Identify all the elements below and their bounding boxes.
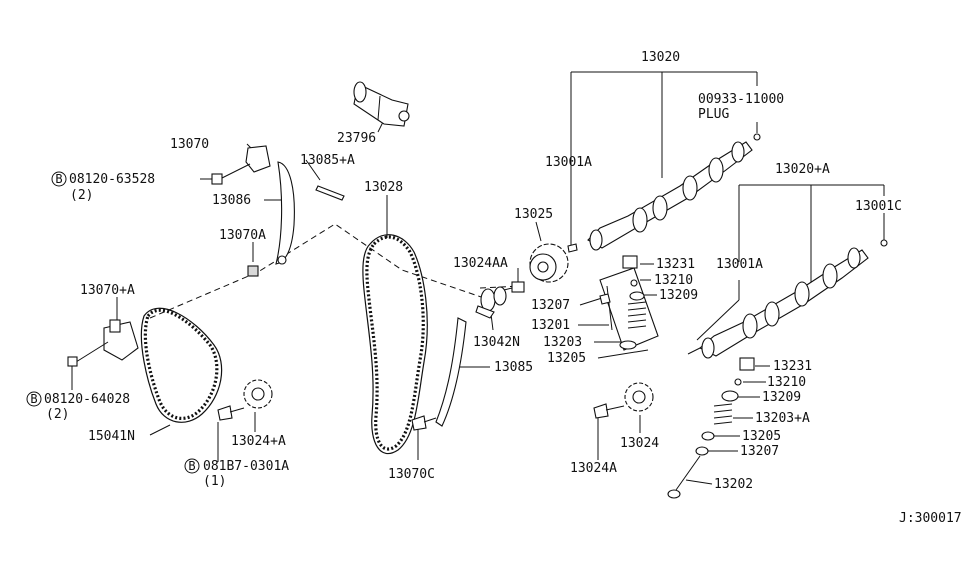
svg-text:B: B: [55, 172, 62, 186]
tensioner-13070: [211, 145, 271, 185]
label-13209-top: 13209: [659, 288, 698, 303]
bolts: [217, 133, 888, 431]
label-13086: 13086: [212, 193, 251, 208]
label-qty-081B7: (1): [203, 474, 226, 489]
label-08120-63528: 08120-63528: [69, 172, 155, 187]
label-13028: 13028: [364, 180, 403, 195]
label-13020plusA: 13020+A: [775, 162, 830, 177]
label-13203plusA: 13203+A: [755, 411, 810, 426]
label-13202: 13202: [714, 477, 753, 492]
camshaft-13020: [587, 141, 753, 251]
label-13210-low: 13210: [767, 375, 806, 390]
label-13024plusA: 13024+A: [231, 434, 286, 449]
label-13203: 13203: [543, 335, 582, 350]
label-23796: 23796: [337, 131, 376, 146]
label-13085: 13085: [494, 360, 533, 375]
assembly-dashed-lines: [149, 223, 521, 319]
valve-assembly-upper: [599, 255, 659, 351]
label-13231-low: 13231: [773, 359, 812, 374]
part-labels: 13020 00933-11000 PLUG 13001A 13025 1302…: [44, 50, 962, 526]
label-13001A-top: 13001A: [545, 155, 592, 170]
label-08120-64028: 08120-64028: [44, 392, 130, 407]
label-081B7-0301A: 081B7-0301A: [203, 459, 289, 474]
label-13024A: 13024A: [570, 461, 617, 476]
label-13207-top: 13207: [531, 298, 570, 313]
bracket-13042N: [475, 286, 507, 319]
label-13020: 13020: [641, 50, 680, 65]
label-13201: 13201: [531, 318, 570, 333]
chain-guide-13086: [275, 161, 295, 265]
bolt-mark-64028: B: [26, 391, 42, 407]
label-00933-11000: 00933-11000: [698, 92, 784, 107]
label-13210-top: 13210: [654, 273, 693, 288]
camshaft-13020plusA: [687, 247, 869, 359]
label-13042N: 13042N: [473, 335, 520, 350]
label-13024: 13024: [620, 436, 659, 451]
label-13070C: 13070C: [388, 467, 435, 482]
tensioner-13070plusA: [67, 319, 139, 367]
label-13205-low: 13205: [742, 429, 781, 444]
label-13207-low: 13207: [740, 444, 779, 459]
label-13070A: 13070A: [219, 228, 266, 243]
sprocket-13025: [529, 243, 569, 283]
label-13001A-right: 13001A: [716, 257, 763, 272]
label-qty-64028: (2): [46, 407, 69, 422]
label-13209-low: 13209: [762, 390, 801, 405]
timing-chain-13028: [362, 234, 428, 455]
label-13070: 13070: [170, 137, 209, 152]
svg-text:B: B: [30, 392, 37, 406]
label-13070plusA: 13070+A: [80, 283, 135, 298]
label-13205-top: 13205: [547, 351, 586, 366]
label-13001C: 13001C: [855, 199, 902, 214]
valve-assembly-lower: [667, 357, 755, 499]
label-plug: PLUG: [698, 107, 729, 122]
bolt-mark-63528: B: [51, 171, 67, 187]
label-qty-63528: (2): [70, 188, 93, 203]
sprocket-13024: [624, 382, 654, 412]
label-13231-top: 13231: [656, 257, 695, 272]
label-13025: 13025: [514, 207, 553, 222]
guide-pin-13085A: [315, 185, 345, 201]
timing-chain-15041N: [140, 307, 223, 423]
tensioner-23796: [353, 81, 410, 127]
chain-guide-13085: [435, 317, 467, 427]
sprocket-13024plusA: [243, 379, 273, 409]
label-13085plusA: 13085+A: [300, 153, 355, 168]
label-ref-code: J:300017: [899, 511, 962, 526]
label-13024AA: 13024AA: [453, 256, 508, 271]
label-15041N: 15041N: [88, 429, 135, 444]
svg-text:B: B: [188, 459, 195, 473]
bolt-mark-081B7: B: [184, 458, 200, 474]
